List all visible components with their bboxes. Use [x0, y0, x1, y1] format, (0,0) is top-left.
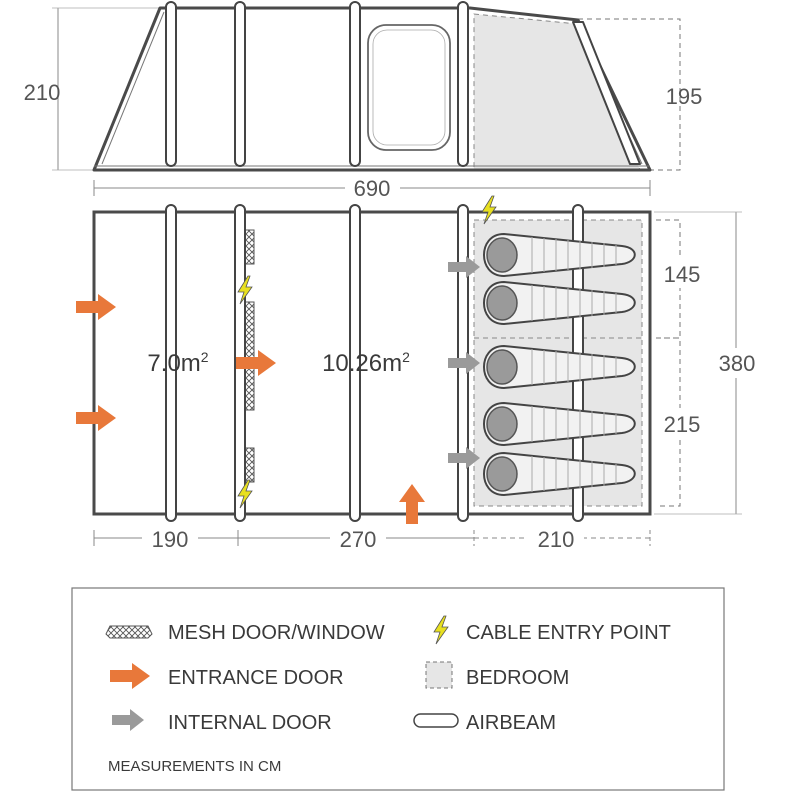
segment-label-2: 270 [340, 527, 377, 552]
elevation-window [367, 24, 451, 151]
bedroom-dashed-square-icon [425, 661, 453, 689]
legend-entrance-label: ENTRANCE DOOR [168, 667, 344, 689]
area-label-porch: 7.0m2 [147, 349, 208, 377]
bedroom-width-label-2: 215 [664, 412, 701, 437]
grey-arrow-icon [112, 709, 144, 731]
segment-label-1: 190 [152, 527, 189, 552]
legend-internal-label: INTERNAL DOOR [168, 712, 332, 734]
legend-cable-label: CABLE ENTRY POINT [466, 622, 671, 644]
legend: MESH DOOR/WINDOW CABLE ENTRY POINT ENTRA… [71, 587, 725, 791]
elevation-airbeam-1 [165, 1, 177, 167]
entrance-door-arrow-icon [76, 405, 116, 431]
elevation-airbeam-5 [572, 21, 641, 165]
plan-airbeam-3 [349, 204, 361, 522]
width-label: 380 [719, 351, 756, 376]
height-left-label: 210 [24, 80, 61, 105]
segment-dimensions: 190 270 210 [93, 526, 651, 552]
mesh-hatch-icon [105, 625, 153, 639]
orange-arrow-icon [110, 663, 150, 689]
elevation-airbeam-2 [234, 1, 246, 167]
lightning-bolt-icon [433, 615, 449, 645]
entrance-door-arrow-icon [76, 294, 116, 320]
total-length-label: 690 [354, 176, 391, 201]
segment-label-3: 210 [538, 527, 575, 552]
area-label-living: 10.26m2 [322, 349, 410, 377]
elevation-airbeam-4 [457, 1, 469, 167]
elevation-bedroom-area [473, 13, 641, 171]
bedroom-width-label-1: 145 [664, 262, 701, 287]
legend-bedroom-label: BEDROOM [466, 667, 569, 689]
total-length-dimension: 690 [93, 176, 651, 201]
measurements-note: MEASUREMENTS IN CM [108, 758, 281, 775]
height-right-label: 195 [666, 84, 703, 109]
legend-airbeam-label: AIRBEAM [466, 712, 556, 734]
plan-airbeam-1 [165, 204, 177, 522]
entrance-door-arrow-icon [399, 484, 425, 524]
floorplan-outline [92, 210, 652, 516]
side-elevation: 210 195 [24, 1, 703, 172]
elevation-airbeam-3 [349, 1, 361, 167]
elevation-outline [92, 6, 652, 172]
airbeam-pill-icon [413, 713, 459, 728]
floor-plan: 7.0m2 10.26m2 145 215 380 [76, 195, 764, 524]
legend-mesh-label: MESH DOOR/WINDOW [168, 622, 385, 644]
legend-box [71, 587, 725, 791]
